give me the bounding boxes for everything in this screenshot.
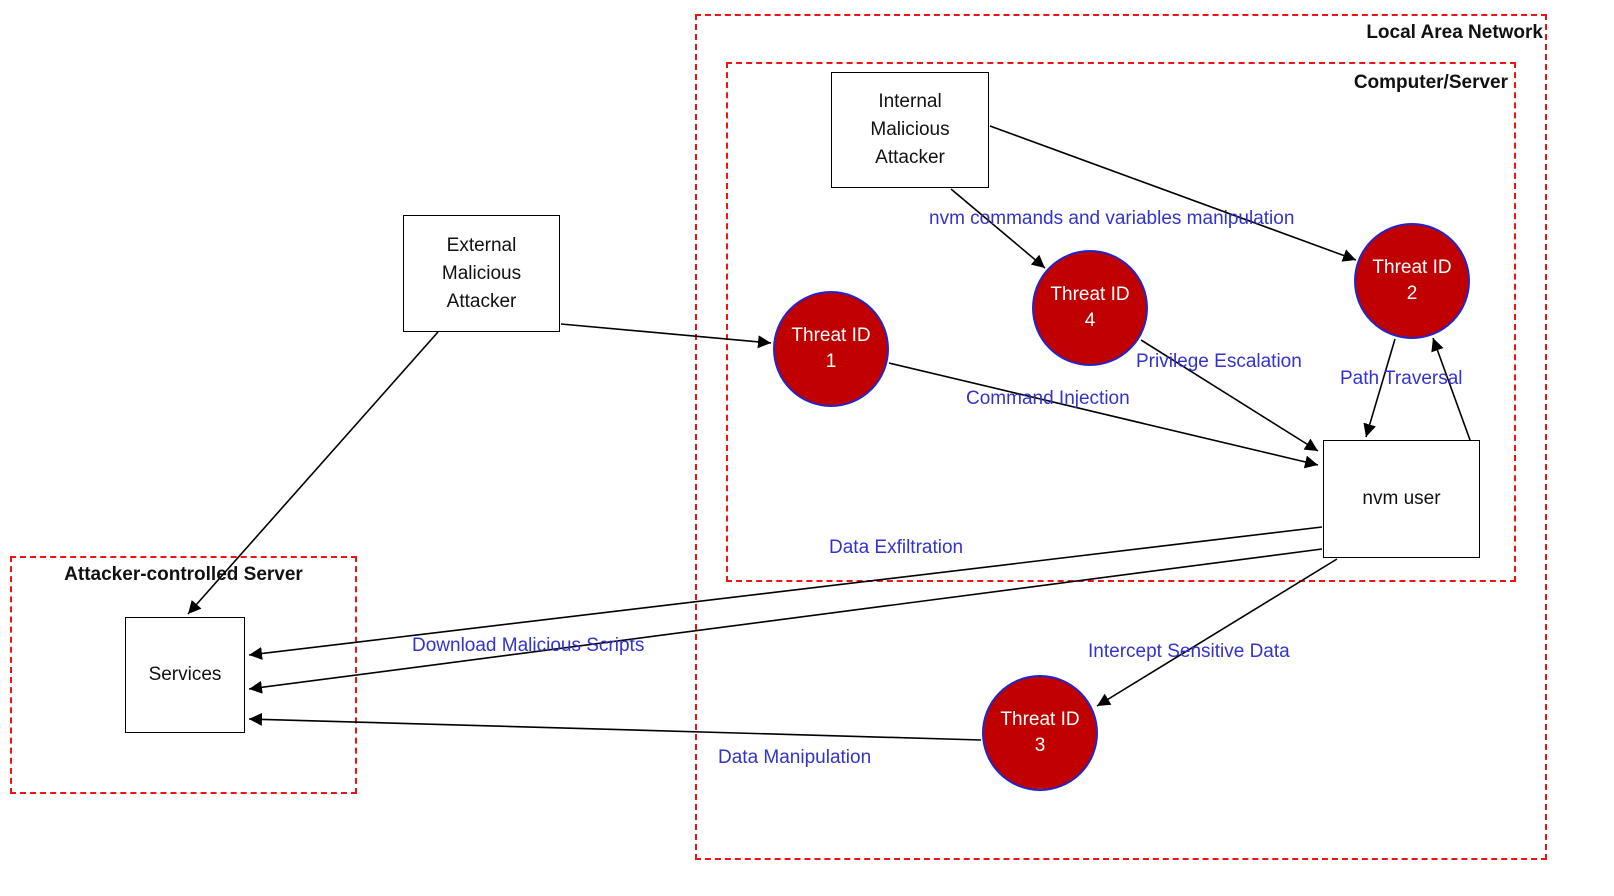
edge-external-attacker-to-services — [187, 331, 439, 615]
boundary-local-area-network: Local Area Network — [695, 14, 1547, 860]
node-label-external-malicious-attacker: External Malicious Attacker — [441, 234, 522, 312]
edge-threat-1-to-nvm-user — [888, 362, 1319, 469]
node-threat-id-3: Threat ID 3 — [982, 675, 1098, 791]
node-threat-id-1: Threat ID 1 — [773, 291, 889, 407]
edge-nvm-user-to-threat-2 — [1431, 337, 1471, 441]
edge-threat-4-to-nvm-user — [1140, 339, 1319, 452]
node-threat-id-4: Threat ID 4 — [1032, 250, 1148, 366]
threat-label-2: Threat ID 2 — [1372, 257, 1452, 304]
edge-label-data-manipulation: Data Manipulation — [718, 747, 872, 768]
edge-nvm-user-to-services-data-exfiltration — [248, 526, 1323, 660]
edge-internal-attacker-to-threat-2 — [989, 125, 1357, 262]
node-external-malicious-attacker: External Malicious Attacker — [403, 215, 560, 332]
node-label-internal-malicious-attacker: Internal Malicious Attacker — [870, 91, 950, 168]
edge-nvm-user-to-services-download-scripts — [248, 548, 1323, 694]
boundary-label-attacker-controlled-server: Attacker-controlled Server — [64, 564, 303, 585]
edge-internal-attacker-to-threat-4 — [950, 188, 1046, 269]
node-threat-id-2: Threat ID 2 — [1354, 223, 1470, 339]
edge-label-intercept-sensitive-data: Intercept Sensitive Data — [1088, 641, 1290, 662]
edge-label-nvm-commands-manipulation: nvm commands and variables manipulation — [929, 208, 1295, 229]
edge-threat-3-to-services — [248, 712, 982, 741]
edge-label-path-traversal: Path Traversal — [1340, 368, 1463, 389]
node-nvm-user: nvm user — [1323, 440, 1480, 558]
boundary-computer-server: Computer/Server — [726, 62, 1516, 582]
edge-nvm-user-to-threat-3 — [1096, 558, 1338, 707]
node-services: Services — [125, 617, 245, 733]
threat-label-4: Threat ID 4 — [1050, 284, 1130, 331]
edge-external-attacker-to-threat-1 — [560, 323, 772, 349]
node-label-services: Services — [148, 664, 222, 685]
edge-label-privilege-escalation: Privilege Escalation — [1136, 351, 1302, 372]
boundary-label-computer-server: Computer/Server — [1353, 72, 1508, 93]
threat-label-3: Threat ID 3 — [1000, 709, 1080, 756]
edge-threat-2-to-nvm-user — [1363, 338, 1396, 438]
edge-label-command-injection: Command Injection — [966, 388, 1130, 409]
node-label-nvm-user: nvm user — [1362, 488, 1441, 509]
boundary-label-local-area-network: Local Area Network — [1366, 22, 1543, 43]
edge-label-download-malicious-scripts: Download Malicious Scripts — [412, 635, 645, 656]
edge-label-data-exfiltration: Data Exfiltration — [829, 537, 964, 558]
node-internal-malicious-attacker: Internal Malicious Attacker — [831, 72, 989, 188]
threat-label-1: Threat ID 1 — [791, 325, 871, 372]
